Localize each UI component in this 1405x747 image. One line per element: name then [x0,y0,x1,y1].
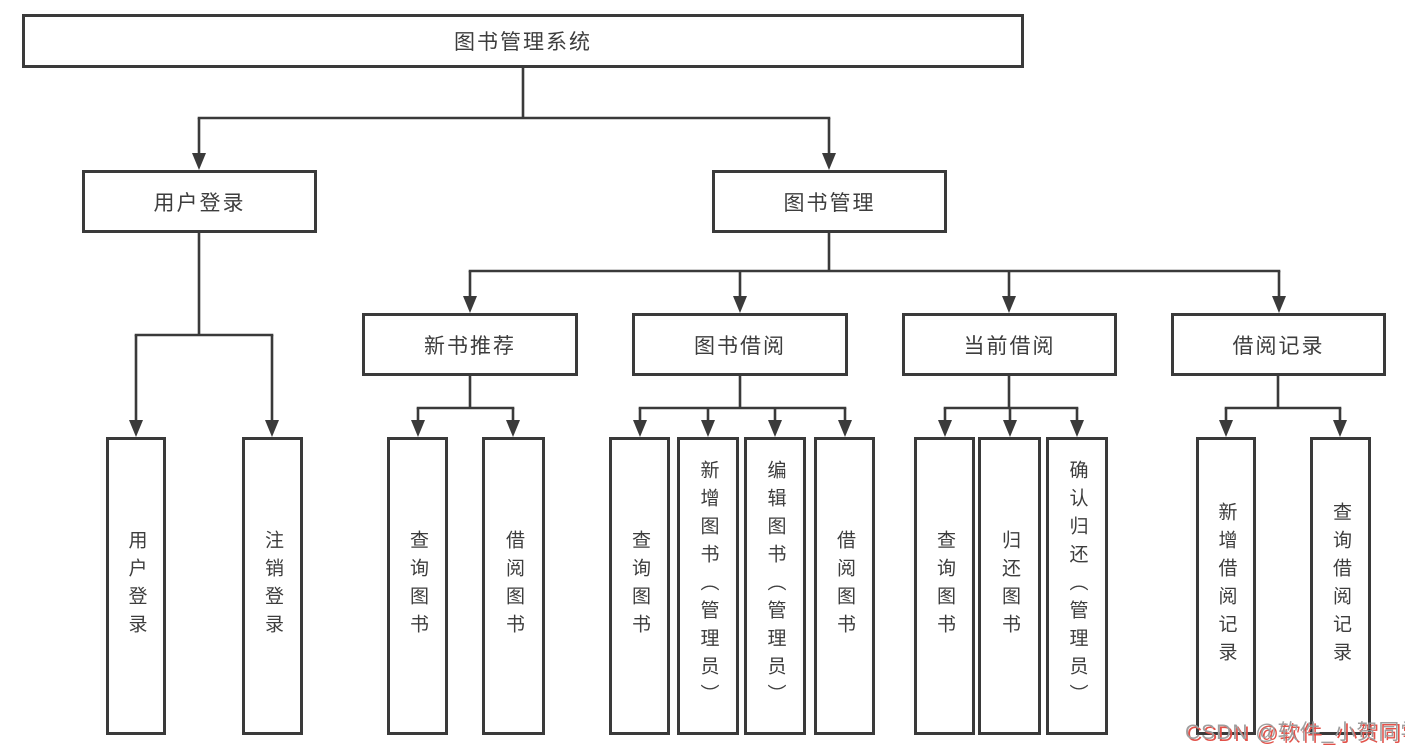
node-borrowing-records: 借阅记录 [1171,313,1386,376]
leaf-query-borrow-record-label: 查询借阅记录 [1330,502,1351,670]
leaf-borrow-books: 借阅图书 [814,437,875,735]
leaf-confirm-return-admin: 确认归还（管理员） [1046,437,1108,735]
leaf-user-login: 用户登录 [106,437,166,735]
node-user-login-group: 用户登录 [82,170,317,233]
node-book-management: 图书管理 [712,170,947,233]
leaf-add-books-admin-label: 新增图书（管理员） [697,460,719,712]
leaf-query-books-current: 查询图书 [914,437,975,735]
leaf-logout-login: 注销登录 [242,437,303,735]
leaf-logout-login-label: 注销登录 [262,530,283,642]
node-borrowing-records-label: 借阅记录 [1232,334,1325,358]
leaf-add-borrow-record: 新增借阅记录 [1196,437,1256,735]
node-user-login-group-label: 用户登录 [153,191,246,215]
csdn-watermark: CSDN @软件_小贺同学 [1185,721,1405,744]
leaf-return-books-label: 归还图书 [999,530,1020,642]
leaf-edit-books-admin-label: 编辑图书（管理员） [764,460,786,712]
node-root-system-label: 图书管理系统 [454,31,592,54]
leaf-return-books: 归还图书 [978,437,1041,735]
node-new-book-recommend-label: 新书推荐 [424,334,516,358]
leaf-edit-books-admin: 编辑图书（管理员） [744,437,806,735]
leaf-query-books-current-label: 查询图书 [934,530,955,642]
leaf-confirm-return-admin-label: 确认归还（管理员） [1066,460,1088,712]
leaf-borrow-books-recommend-label: 借阅图书 [503,530,524,642]
leaf-user-login-label: 用户登录 [125,530,147,642]
leaf-borrow-books-label: 借阅图书 [834,530,855,642]
leaf-query-borrow-record: 查询借阅记录 [1310,437,1371,735]
leaf-add-books-admin: 新增图书（管理员） [677,437,739,735]
node-book-management-label: 图书管理 [783,191,876,215]
node-root-system: 图书管理系统 [22,14,1024,68]
node-current-borrowing-label: 当前借阅 [963,334,1056,358]
leaf-query-books-borrowing-label: 查询图书 [629,530,650,642]
node-current-borrowing: 当前借阅 [902,313,1117,376]
leaf-query-books-borrowing: 查询图书 [609,437,670,735]
node-new-book-recommend: 新书推荐 [362,313,578,376]
node-book-borrowing-label: 图书借阅 [694,334,786,358]
leaf-add-borrow-record-label: 新增借阅记录 [1215,502,1237,670]
leaf-borrow-books-recommend: 借阅图书 [482,437,545,735]
node-book-borrowing: 图书借阅 [632,313,848,376]
leaf-query-books-recommend-label: 查询图书 [407,530,428,642]
leaf-query-books-recommend: 查询图书 [387,437,448,735]
